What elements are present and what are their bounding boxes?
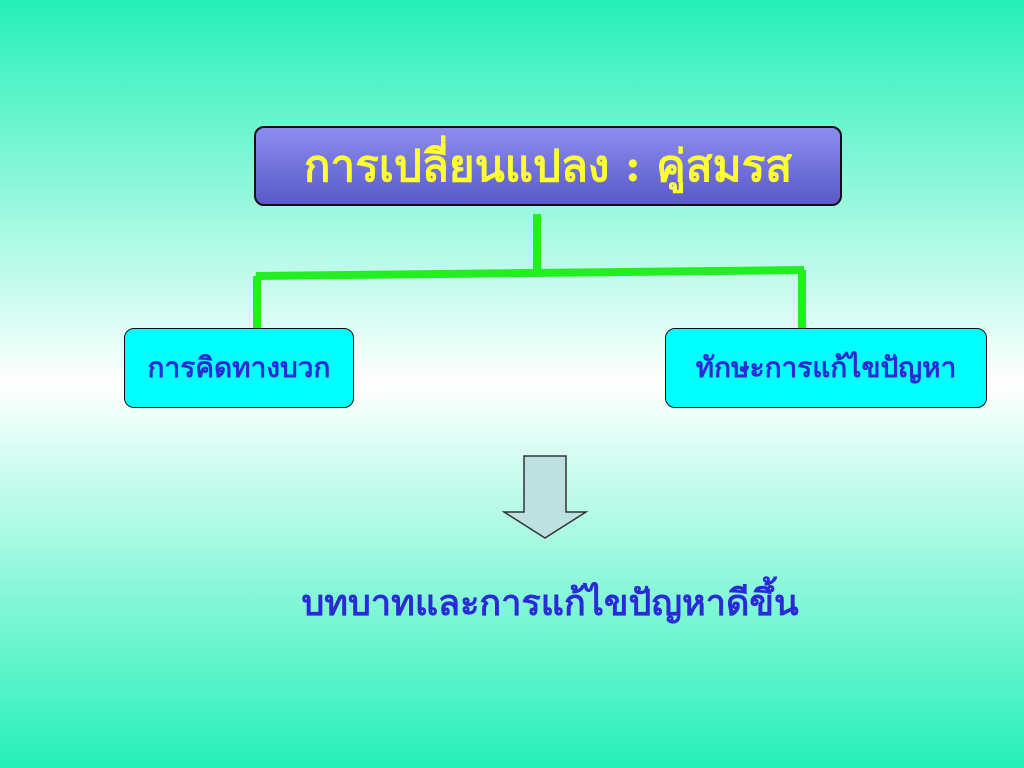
branch-node-positive-thinking: การคิดทางบวก bbox=[124, 328, 354, 408]
branch-node-problem-solving: ทักษะการแก้ไขปัญหา bbox=[665, 328, 987, 408]
title-box: การเปลี่ยนแปลง : คู่สมรส bbox=[254, 126, 842, 206]
down-arrow-icon bbox=[501, 455, 589, 539]
diagram-title: การเปลี่ยนแปลง : คู่สมรส bbox=[303, 141, 793, 192]
connector-crossbar bbox=[255, 266, 805, 280]
branch-label-problem-solving: ทักษะการแก้ไขปัญหา bbox=[695, 351, 957, 384]
branch-label-positive-thinking: การคิดทางบวก bbox=[147, 351, 331, 384]
result-text: บทบาทและการแก้ไขปัญหาดีขึ้น bbox=[301, 582, 799, 624]
